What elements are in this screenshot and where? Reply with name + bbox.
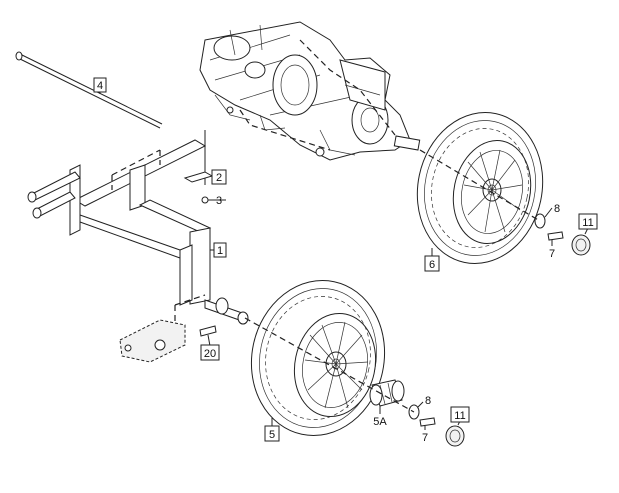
transaxle-assembly xyxy=(199,21,421,161)
bolt-part-20 xyxy=(199,325,217,347)
callout-7-lower-text: 7 xyxy=(422,432,428,444)
callout-11-lower-text: 11 xyxy=(454,410,465,422)
bolt-part-7-lower xyxy=(419,417,436,430)
bolt-part-7-upper xyxy=(547,231,564,246)
callout-8-upper-text: 8 xyxy=(554,203,560,215)
callout-5: 5 xyxy=(264,425,280,442)
mount-bracket xyxy=(119,319,186,363)
callout-11-lower: 11 xyxy=(450,406,470,423)
callout-2-text: 2 xyxy=(216,172,222,184)
callout-4: 4 xyxy=(93,77,107,93)
callout-8-upper: 8 xyxy=(554,203,560,215)
callout-5-text: 5 xyxy=(269,429,275,441)
callout-6: 6 xyxy=(424,255,440,272)
callout-3: 3 xyxy=(216,195,222,207)
washer-part-8-upper xyxy=(534,207,553,229)
callout-5a-text: 5A xyxy=(373,416,387,428)
callout-20-text: 20 xyxy=(204,348,216,360)
axle-shaft xyxy=(204,297,249,325)
callout-1-text: 1 xyxy=(217,245,223,257)
cap-part-11-upper xyxy=(571,227,591,256)
callout-11-upper-text: 11 xyxy=(582,217,593,229)
callout-2: 2 xyxy=(211,169,227,185)
wheel-part-6 xyxy=(416,112,544,264)
cap-part-11-lower xyxy=(445,420,465,447)
bolt-part-3 xyxy=(201,196,226,204)
callout-1: 1 xyxy=(210,242,227,258)
callout-20: 20 xyxy=(200,344,220,361)
callout-7-upper-text: 7 xyxy=(549,248,555,260)
callout-3-text: 3 xyxy=(216,195,222,207)
callout-6-text: 6 xyxy=(429,259,435,271)
frame-part-1 xyxy=(27,130,212,330)
callout-7-lower: 7 xyxy=(422,432,428,444)
callout-5a: 5A xyxy=(373,416,387,428)
callout-11-upper: 11 xyxy=(578,213,598,230)
hub-part-5a xyxy=(369,379,405,414)
callout-8-lower: 8 xyxy=(425,395,431,407)
callout-8-lower-text: 8 xyxy=(425,395,431,407)
callout-7-upper: 7 xyxy=(549,248,555,260)
callout-4-text: 4 xyxy=(97,80,103,92)
rod-part-4 xyxy=(15,51,163,129)
